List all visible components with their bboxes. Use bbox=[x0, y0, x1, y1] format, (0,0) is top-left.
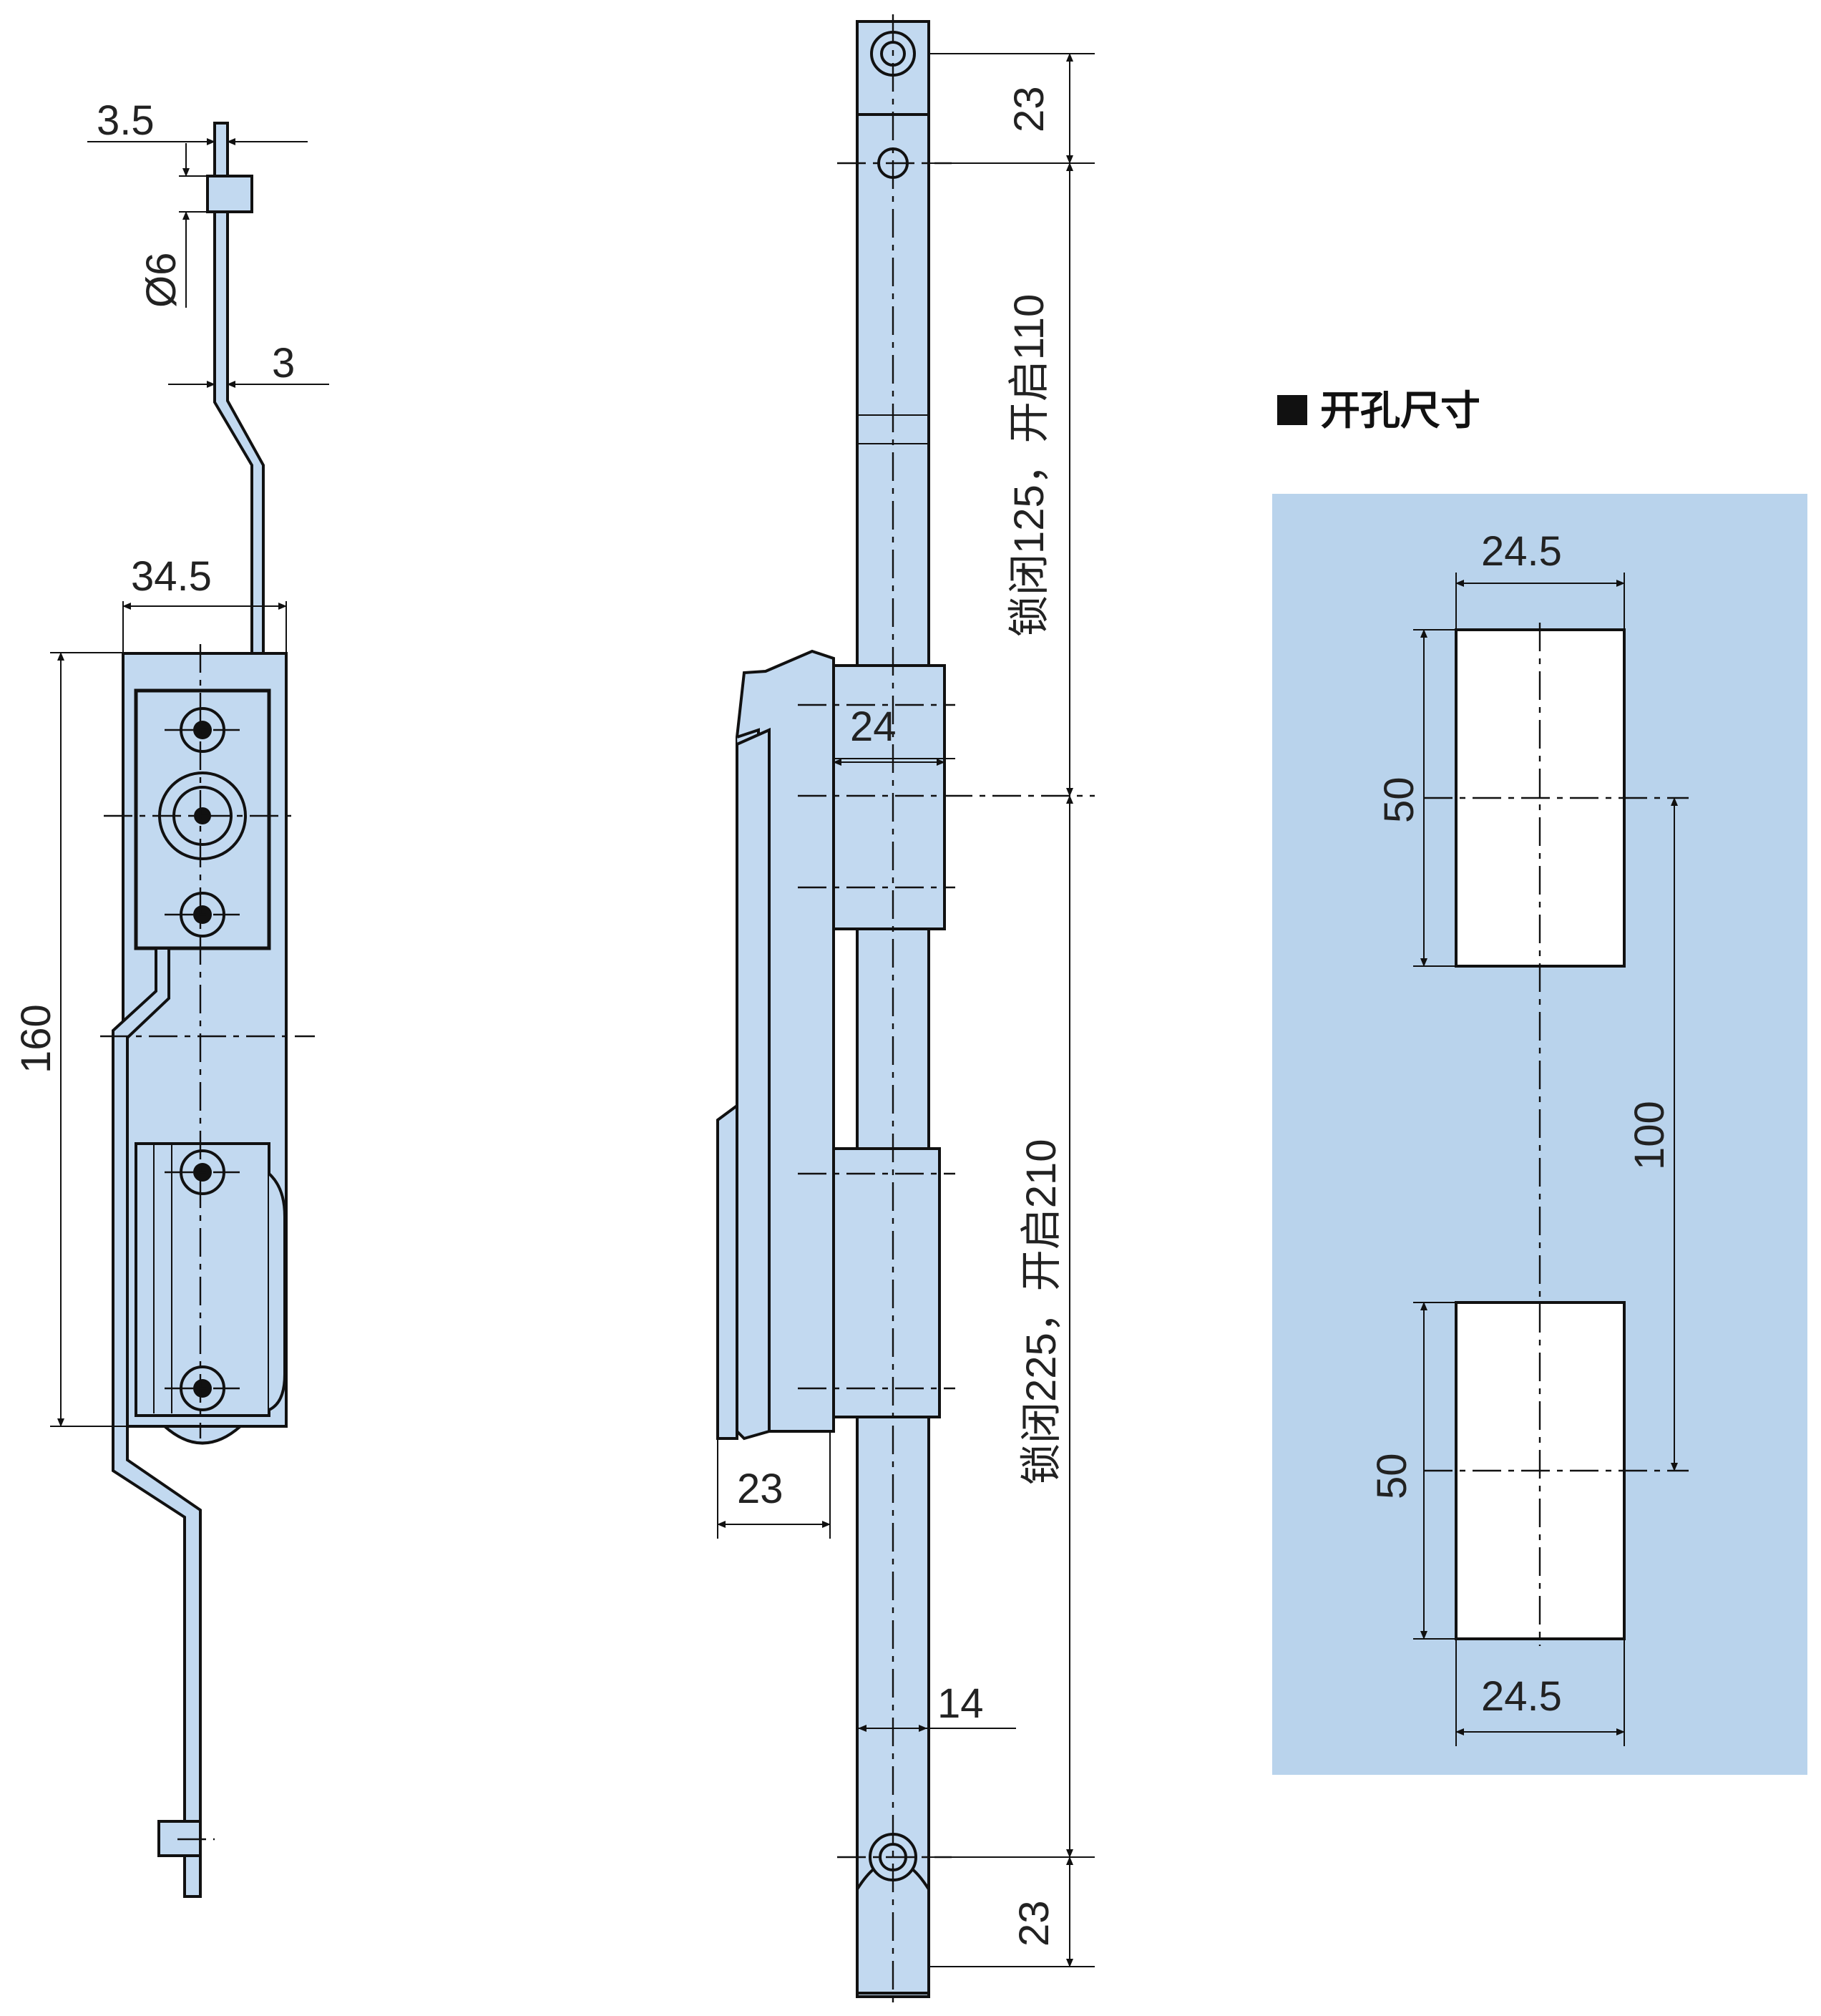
lower-rod bbox=[112, 947, 202, 1898]
side-view: 3.5 Ø6 3 34.5 160 bbox=[13, 97, 329, 1898]
dim-14: 14 bbox=[937, 1680, 984, 1727]
upper-bolt bbox=[206, 175, 253, 213]
dim-34-5: 34.5 bbox=[131, 553, 212, 600]
center-distance: 100 bbox=[1626, 1101, 1673, 1170]
dim-phi6: Ø6 bbox=[138, 253, 185, 308]
lower-guide bbox=[832, 1147, 941, 1418]
dim-upper-rod: 锁闭125，开启110 bbox=[1006, 294, 1053, 637]
bottom-width: 24.5 bbox=[1481, 1673, 1562, 1720]
front-view: 23 锁闭125，开启110 锁闭225，开启210 23 24 23 14 bbox=[716, 14, 1095, 2004]
dim-160: 160 bbox=[13, 1004, 59, 1073]
top-width: 24.5 bbox=[1481, 528, 1562, 575]
title-marker-icon bbox=[1277, 395, 1307, 425]
handle-lever bbox=[736, 727, 771, 1441]
dim-bottom-23: 23 bbox=[1011, 1900, 1058, 1947]
dim-3: 3 bbox=[272, 340, 295, 386]
lock-plate bbox=[716, 1103, 738, 1440]
dim-24: 24 bbox=[850, 703, 897, 750]
top-height: 50 bbox=[1376, 776, 1422, 823]
cutout-title: 开孔尺寸 bbox=[1320, 388, 1480, 433]
dim-23-handle: 23 bbox=[737, 1466, 783, 1512]
dim-3-5: 3.5 bbox=[97, 97, 155, 144]
upper-guide bbox=[832, 664, 946, 930]
bottom-height: 50 bbox=[1369, 1453, 1415, 1499]
dim-top-23: 23 bbox=[1006, 86, 1053, 132]
cutout-section: 开孔尺寸 24.5 24.5 50 50 100 bbox=[1272, 388, 1807, 1775]
dim-lower-rod: 锁闭225，开启210 bbox=[1018, 1139, 1065, 1485]
